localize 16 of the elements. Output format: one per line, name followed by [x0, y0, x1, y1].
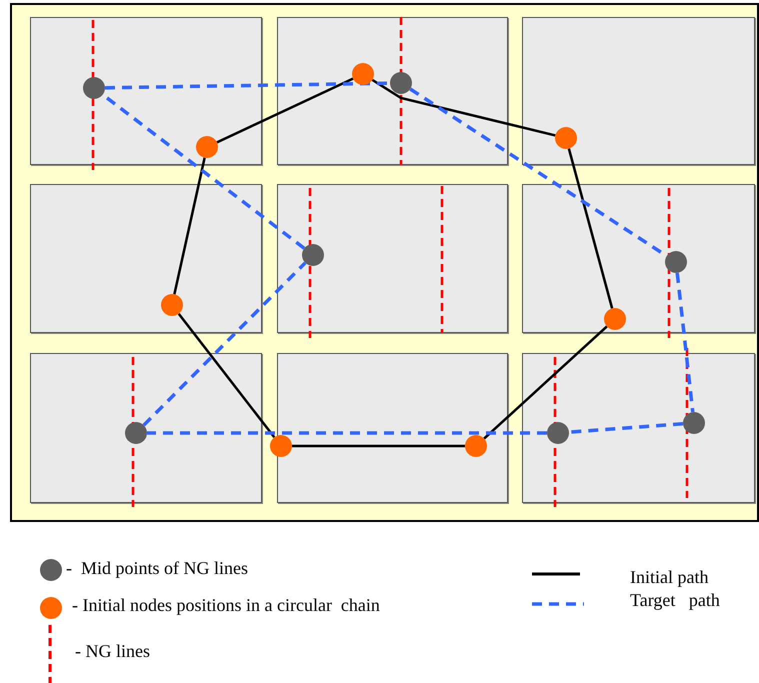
- dashed-path-line: [142, 262, 306, 426]
- path-line: [216, 78, 354, 144]
- legend-text: - NG lines: [75, 640, 150, 663]
- legend-text: Initial path: [630, 566, 708, 589]
- dashed-path-line: [147, 431, 547, 435]
- legend-text: - Initial nodes positions in a circular chain: [72, 594, 380, 617]
- path-line: [568, 148, 614, 309]
- dashed-path-line: [675, 272, 695, 412]
- legend-text: Target path: [630, 589, 720, 612]
- path-line: [178, 312, 276, 438]
- path-line: [173, 157, 206, 295]
- path-line: [372, 78, 556, 137]
- path-line: [292, 444, 465, 448]
- legend-text: - Mid points of NG lines: [66, 557, 248, 580]
- path-line: [483, 326, 608, 440]
- dashed-path-line: [568, 422, 684, 434]
